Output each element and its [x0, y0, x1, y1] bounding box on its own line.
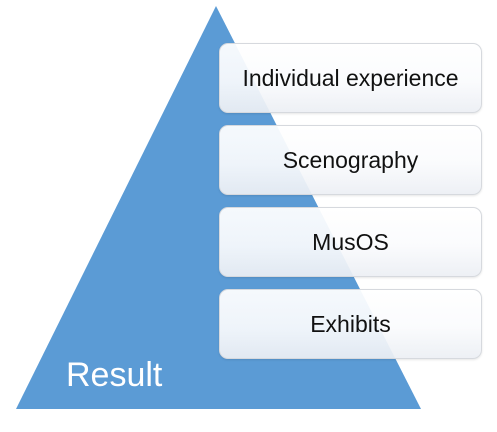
layer-box-individual-experience: Individual experience [219, 43, 482, 113]
layer-box-musos: MusOS [219, 207, 482, 277]
layer-label: Individual experience [242, 64, 459, 91]
layer-label: MusOS [312, 228, 389, 255]
layer-label: Exhibits [310, 310, 391, 337]
layer-box-exhibits: Exhibits [219, 289, 482, 359]
layer-box-scenography: Scenography [219, 125, 482, 195]
layer-label: Scenography [282, 146, 419, 173]
base-label: Result [66, 356, 163, 394]
